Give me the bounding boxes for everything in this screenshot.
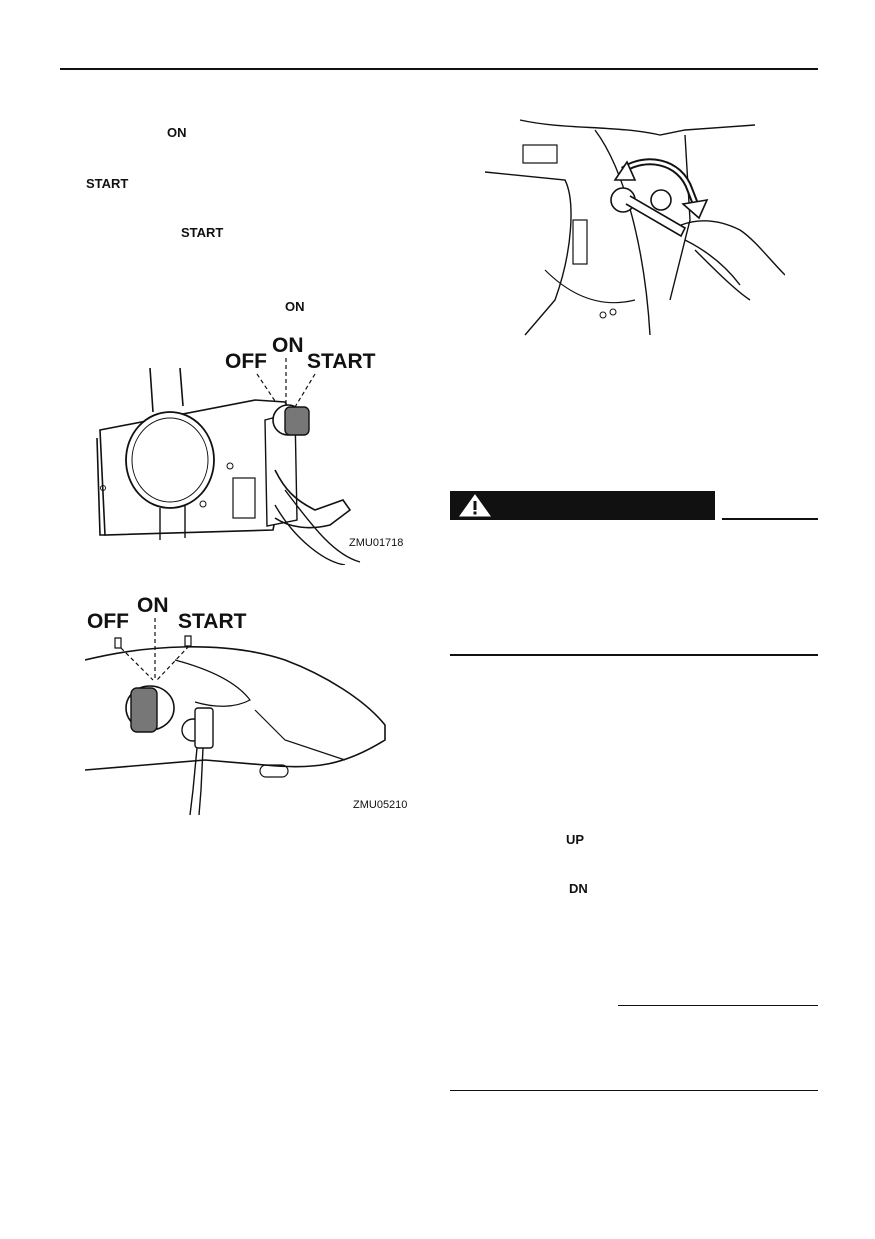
note-footer-rule: [450, 1090, 818, 1091]
warning-footer-rule: [450, 654, 818, 656]
note-header-rule: [618, 1005, 818, 1006]
header-rule: [60, 68, 818, 70]
keyword-up: UP: [566, 832, 585, 847]
keyword-on: ON: [285, 299, 305, 314]
label-off: OFF: [87, 610, 129, 633]
label-off: OFF: [225, 350, 267, 373]
warning-header-bar: [450, 491, 715, 520]
remote-control-key-switch-figure: OFF ON START ZMU01718: [96, 334, 403, 565]
label-on: ON: [137, 594, 169, 617]
keyword-start: START: [86, 176, 129, 191]
keyword-start: START: [181, 225, 224, 240]
label-on: ON: [272, 334, 304, 357]
keyword-dn: DN: [569, 881, 588, 896]
warning-triangle-icon: [459, 494, 491, 517]
warning-header-rule: [722, 518, 818, 520]
figure-code: ZMU01718: [349, 537, 403, 549]
figure-code: ZMU05210: [353, 799, 407, 811]
label-start: START: [178, 610, 247, 633]
keyword-on: ON: [167, 125, 187, 140]
label-start: START: [307, 350, 376, 373]
manual-tilt-valve-figure: [485, 119, 785, 336]
tiller-key-switch-figure: OFF ON START ZMU05210: [85, 594, 407, 816]
